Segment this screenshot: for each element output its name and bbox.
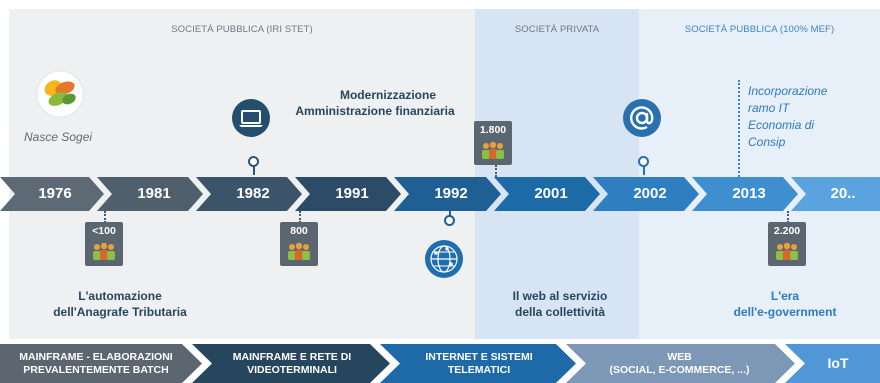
era-public-iri-background [9,9,475,339]
laptop-icon [232,99,270,137]
technology-bar [0,344,880,383]
timeline-segment-2002 [593,177,699,211]
year-1976: 1976 [38,185,72,202]
timeline-segment-1982 [196,177,302,211]
people-icon [776,242,798,260]
year-1992: 1992 [434,185,468,202]
timeline-bar [0,177,880,211]
caption-nasce-sogei: Nasce Sogei [24,130,93,144]
timeline-segment-1991 [295,177,401,211]
caption-modernizzazione: Modernizzazione [339,88,436,102]
timeline-segment-future [791,177,880,211]
timeline-segment-1976 [0,177,104,211]
people-icon [482,141,504,159]
era-label-public-iri: SOCIETÀ PUBBLICA (IRI STET) [171,24,313,35]
tech-segment-mainframe-videoterminali [192,344,390,383]
caption-era-line1: L'era [770,289,800,303]
year-2013: 2013 [732,185,766,202]
era-label-private: SOCIETÀ PRIVATA [514,24,600,35]
era-private-background [475,9,639,339]
timeline-segment-1992 [394,177,501,211]
people-icon [288,242,310,260]
era-label-public-mef: SOCIETÀ PUBBLICA (100% MEF) [684,24,835,35]
employee-badge-800: 800 [280,222,318,266]
caption-era-line2: dell'e-government [733,305,837,319]
tech-segment-web [566,344,795,383]
tech-segment-mainframe-batch [0,344,202,383]
timeline-segment-1981 [97,177,203,211]
sogei-logo [32,66,92,122]
era-public-mef-background [639,9,880,339]
globe-icon [425,240,463,278]
employee-badge-under-100: <100 [85,222,123,266]
caption-web-line2: della collettività [514,305,606,319]
tech-segment-iot [785,344,880,383]
caption-automazione-line1: L'automazione [78,289,162,303]
people-icon [93,242,115,260]
caption-web-line1: Il web al servizio [512,289,608,303]
badge-value: 2.200 [773,225,801,237]
at-sign-icon [623,99,661,137]
year-future: 20.. [830,185,856,202]
employee-badge-2200: 2.200 [768,222,806,266]
caption-amministrazione-finanziaria: Amministrazione finanziaria [295,104,455,118]
year-1982: 1982 [236,185,270,202]
year-1991: 1991 [335,185,369,202]
employee-badge-1800: 1.800 [474,121,512,165]
tech-segment-internet [380,344,576,383]
year-2002: 2002 [633,185,667,202]
year-1981: 1981 [137,185,171,202]
timeline-segment-2013 [692,177,798,211]
caption-incorporazione: Incorporazione ramo IT Economia di Consi… [748,84,828,149]
badge-value: 800 [290,225,308,237]
caption-automazione-line2: dell'Anagrafe Tributaria [53,305,187,319]
badge-value: 1.800 [479,124,507,136]
year-2001: 2001 [534,185,568,202]
tech-label-iot: IoT [827,355,849,371]
timeline-segment-2001 [494,177,600,211]
badge-value: <100 [92,225,116,237]
tech-label-web: WEB(SOCIAL, E-COMMERCE, ...) [609,350,750,376]
